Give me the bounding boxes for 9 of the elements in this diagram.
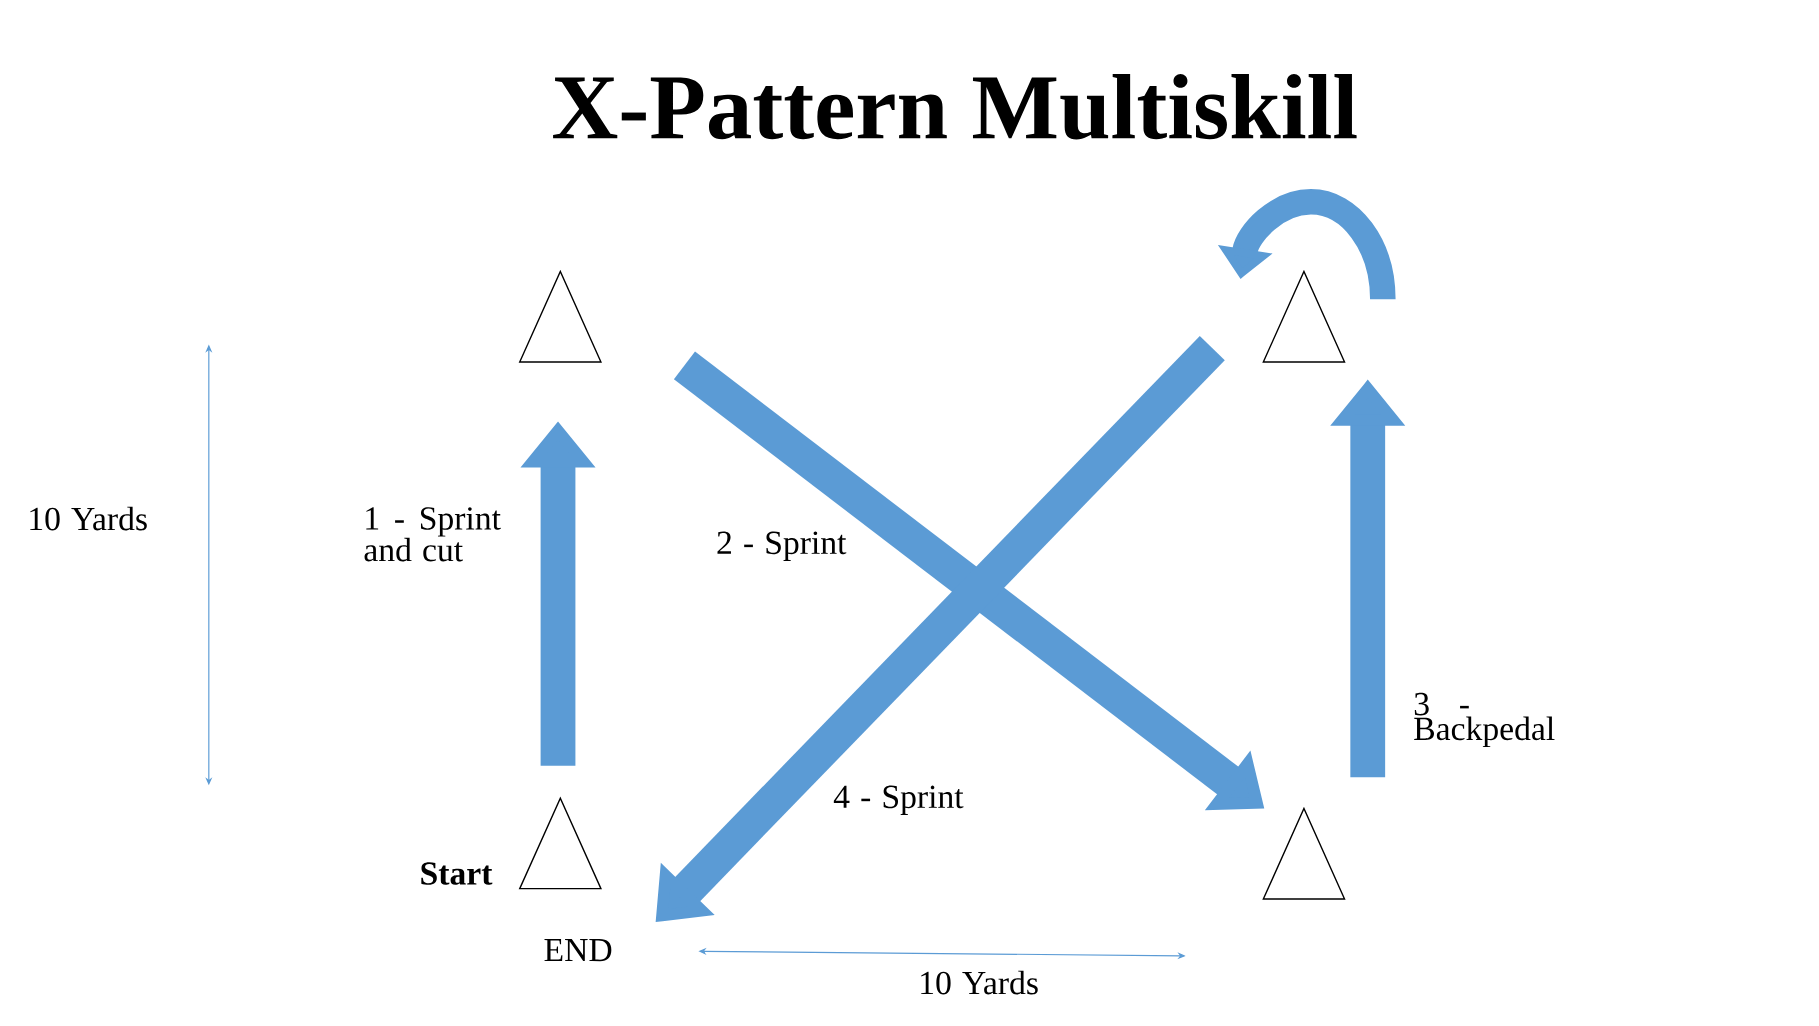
- dimension-label: 10 Yards: [30, 506, 147, 531]
- edge-label: 1 - Sprint and cut: [364, 507, 501, 562]
- node-label: Start: [421, 862, 493, 886]
- edge-label: 2 - Sprint: [717, 531, 847, 562]
- dimension-label: 10 Yards: [921, 971, 1038, 995]
- edge-label: 4 - Sprint: [833, 785, 964, 816]
- node-label: END: [544, 939, 612, 962]
- title: X-Pattern Multiskill: [553, 74, 1357, 140]
- edge-label: 3 - Backpedal: [1414, 693, 1555, 748]
